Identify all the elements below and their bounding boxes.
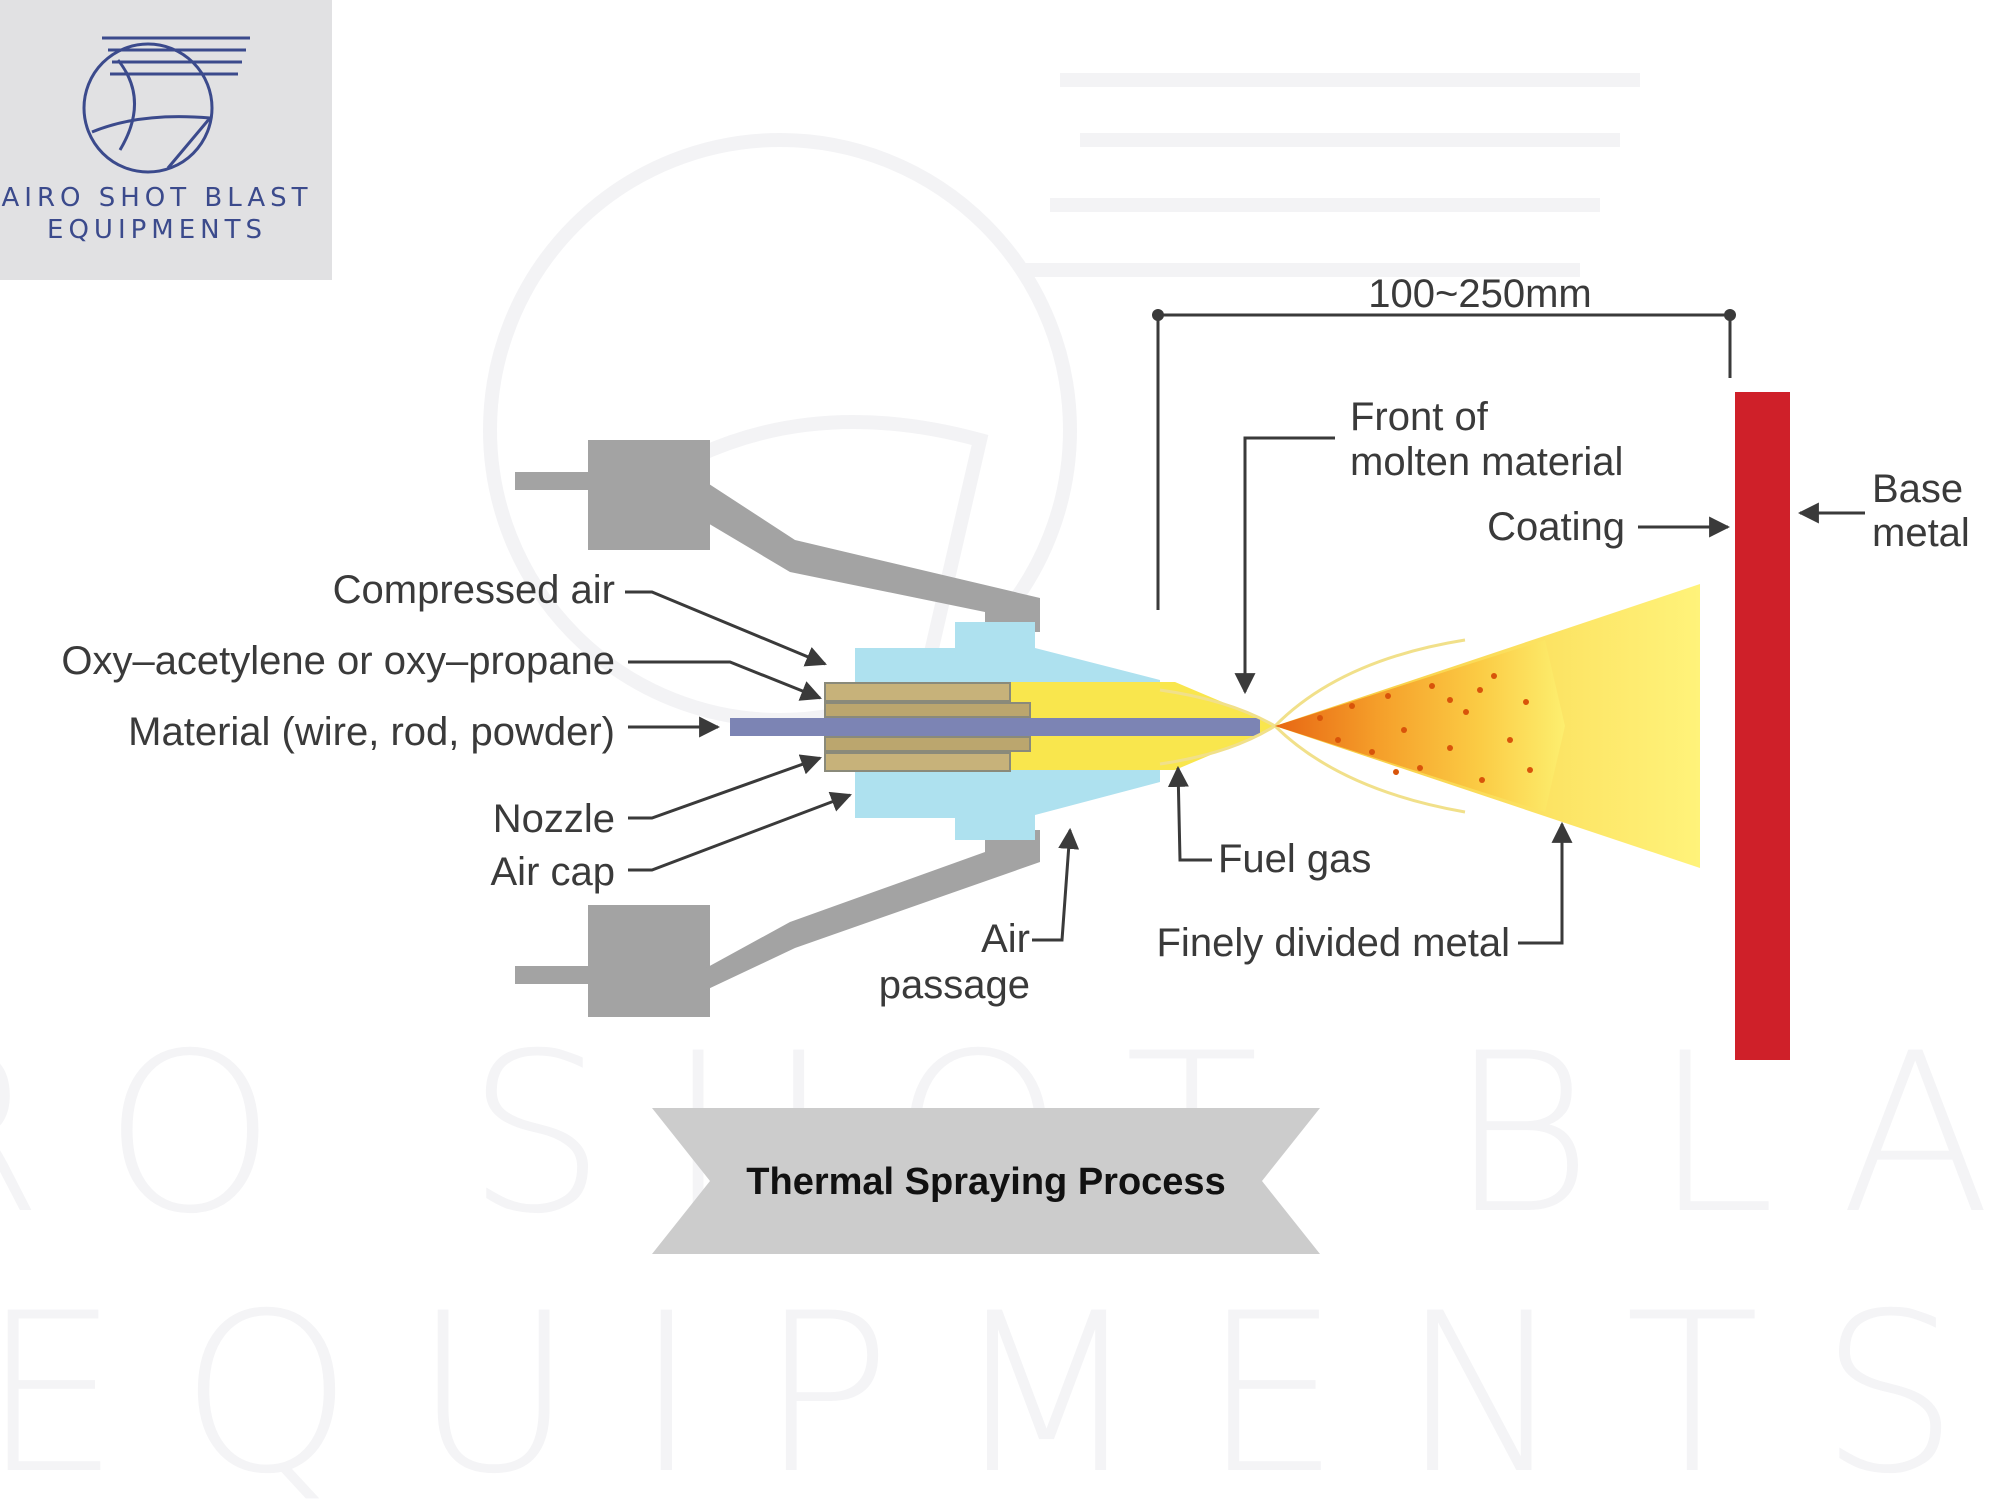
- spray-gun: [515, 440, 1466, 1017]
- label-finely-divided-metal: Finely divided metal: [1157, 921, 1511, 965]
- upper-gun-handle: [515, 440, 1040, 632]
- label-coating: Coating: [1487, 505, 1625, 549]
- label-front-of-molten-line-2: molten material: [1350, 440, 1623, 484]
- nozzle: [824, 682, 1031, 772]
- material-wire: [730, 718, 1260, 736]
- company-logo: AIRO SHOT BLAST EQUIPMENTS: [0, 0, 332, 280]
- label-base-metal-line-2: metal: [1872, 511, 1970, 555]
- label-air-passage-line-2: passage: [879, 963, 1030, 1007]
- label-compressed-air: Compressed air: [333, 568, 615, 612]
- distance-label: 100~250mm: [1368, 272, 1591, 316]
- leader-lines: [625, 436, 1865, 945]
- base-metal: [1735, 392, 1790, 1060]
- label-oxy-acetylene: Oxy–acetylene or oxy–propane: [61, 639, 615, 683]
- title-text: Thermal Spraying Process: [746, 1161, 1225, 1203]
- label-base-metal-line-1: Base: [1872, 467, 1963, 511]
- lower-gun-handle: [515, 830, 1040, 1017]
- label-air-passage-line-1: Air: [981, 917, 1030, 961]
- label-front-of-molten-line-1: Front of: [1350, 395, 1489, 439]
- label-fuel-gas: Fuel gas: [1218, 837, 1371, 881]
- title-banner: Thermal Spraying Process: [652, 1108, 1320, 1254]
- distance-dimension: [1152, 309, 1736, 610]
- label-nozzle: Nozzle: [493, 797, 615, 841]
- logo-line-2: EQUIPMENTS: [47, 215, 267, 245]
- company-logo-icon: [82, 36, 250, 174]
- label-material: Material (wire, rod, powder): [128, 710, 615, 754]
- watermark-line-2: EQUIPMENTS: [0, 1266, 2000, 1500]
- spray-cone: [1275, 584, 1700, 868]
- label-air-cap: Air cap: [491, 850, 616, 894]
- logo-line-1: AIRO SHOT BLAST: [1, 183, 312, 213]
- flame-envelope: [1159, 638, 1466, 814]
- metal-particles: [1317, 673, 1533, 783]
